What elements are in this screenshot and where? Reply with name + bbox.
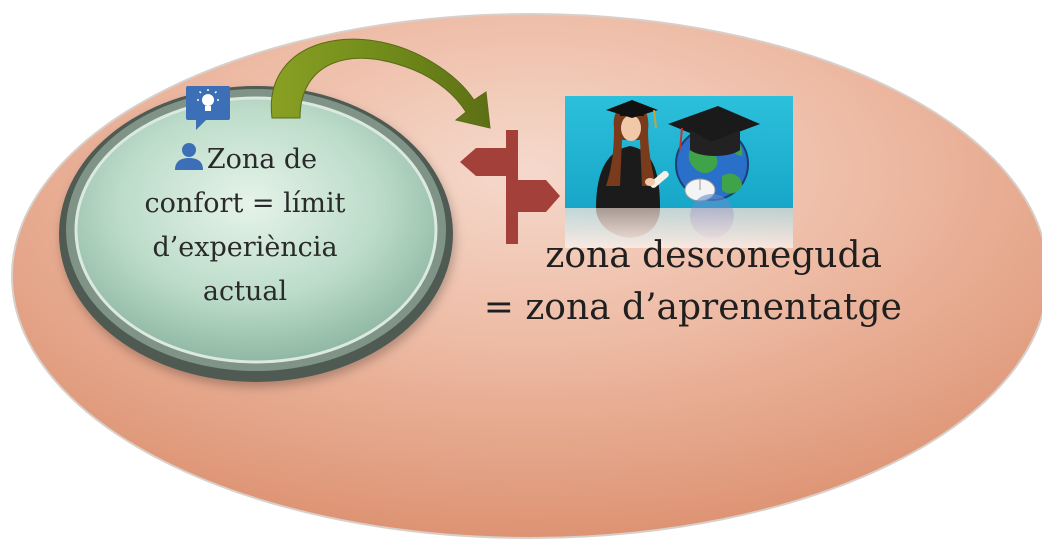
curved-arrow-icon [270,38,491,129]
unknown-zone-line-1: zona desconeguda [545,235,882,276]
person-icon [174,143,203,170]
comfort-zone-line-1: Zona de [130,138,360,182]
unknown-zone-line-2: = zona d’aprenentatge [483,287,902,328]
graduation-image-reflection [565,194,793,248]
comfort-zone-label: Zona de confort = límit d’experiència ac… [130,138,360,314]
graduate-with-cap-icon [596,100,669,208]
signpost-icon [460,130,560,244]
comfort-zone-ellipse [59,86,453,382]
comfort-zone-line-2: confort = límit [144,188,346,219]
comfort-zone-text-1: Zona de [206,144,318,175]
comfort-zone-line-4: actual [202,276,288,307]
unknown-zone-label: zona desconeguda = zona d’aprenentatge [462,230,902,334]
comfort-zone-line-3: d’experiència [152,232,338,263]
graduation-image [565,96,793,208]
lightbulb-speech-icon [186,86,230,130]
